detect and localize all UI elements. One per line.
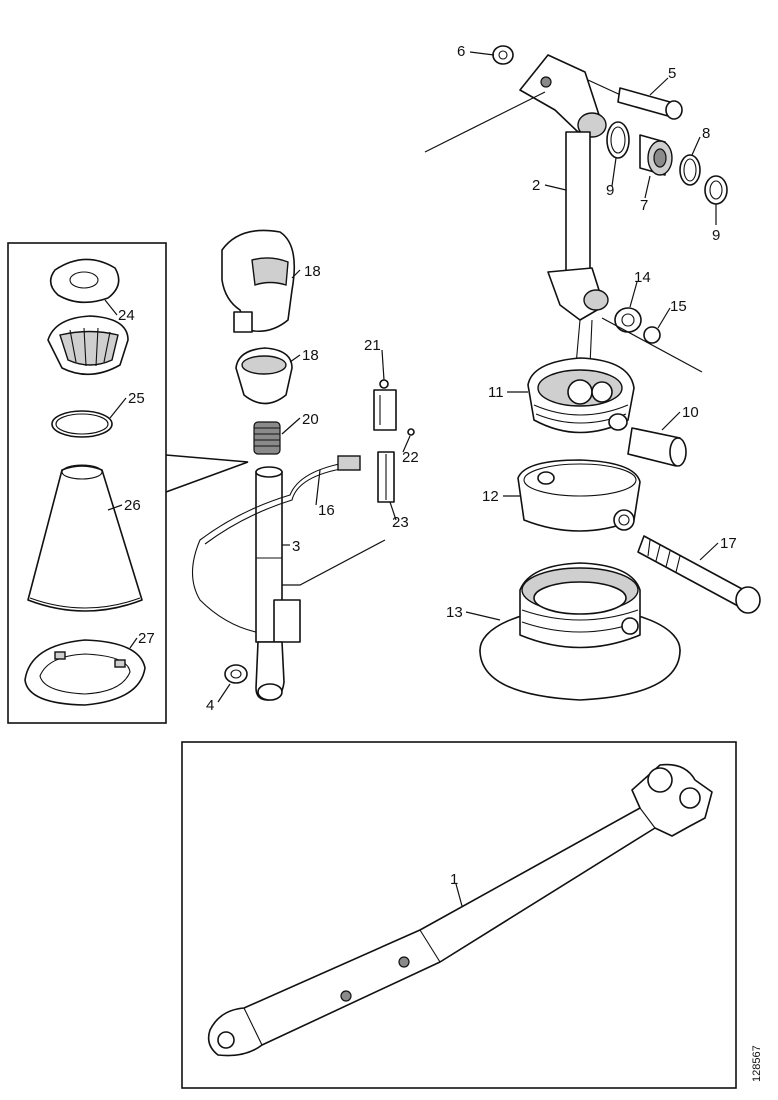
label-part-22: 22 xyxy=(402,449,419,466)
part-17-bolt xyxy=(637,535,761,614)
part-23-bracket xyxy=(377,451,395,503)
label-part-1: 1 xyxy=(450,871,458,888)
label-part-13: 13 xyxy=(446,604,463,621)
part-6-nut xyxy=(492,45,514,65)
label-part-27: 27 xyxy=(138,630,155,647)
label-part-24: 24 xyxy=(118,307,135,324)
part-4-nut xyxy=(224,664,248,684)
part-27-mounting-frame xyxy=(24,639,146,706)
part-24-collar xyxy=(47,258,129,376)
part-number-labels: 1 2 3 4 5 6 7 8 9 9 10 11 12 13 14 15 16… xyxy=(118,43,763,1082)
label-part-7: 7 xyxy=(640,197,648,214)
label-part-3: 3 xyxy=(292,538,300,555)
part-1-lever-arm xyxy=(207,763,713,1057)
label-part-5: 5 xyxy=(668,65,676,82)
part-15-nut xyxy=(643,326,661,344)
part-21-switch xyxy=(373,379,397,431)
label-part-9b: 9 xyxy=(712,227,720,244)
label-part-20: 20 xyxy=(302,411,319,428)
label-part-12: 12 xyxy=(482,488,499,505)
label-part-2: 2 xyxy=(532,177,540,194)
part-13-base xyxy=(479,562,681,701)
label-part-10: 10 xyxy=(682,404,699,421)
label-part-25: 25 xyxy=(128,390,145,407)
label-part-18-knob: 18 xyxy=(304,263,321,280)
part-9-ring-left xyxy=(606,121,630,159)
part-10-sleeve xyxy=(627,427,687,467)
part-20-spring xyxy=(253,421,281,455)
part-25-snap-ring xyxy=(51,410,113,438)
label-part-9a: 9 xyxy=(606,182,614,199)
label-part-8: 8 xyxy=(702,125,710,142)
part-12-clamp xyxy=(517,459,641,532)
part-22-pin xyxy=(407,428,415,436)
part-26-boot xyxy=(27,464,143,612)
part-11-ball-housing xyxy=(527,319,635,434)
label-part-14: 14 xyxy=(634,269,651,286)
label-part-11: 11 xyxy=(488,384,504,401)
label-part-6: 6 xyxy=(457,43,465,60)
label-part-4: 4 xyxy=(206,697,214,714)
part-14-bushing xyxy=(614,307,642,333)
part-5-bolt xyxy=(617,87,683,120)
lower-frame xyxy=(181,741,737,1089)
part-8-ring xyxy=(679,154,701,186)
label-part-21: 21 xyxy=(364,337,381,354)
part-9-ring-right xyxy=(704,175,728,205)
label-part-23: 23 xyxy=(392,514,409,531)
reference-code: 128567 xyxy=(751,1045,763,1082)
label-part-26: 26 xyxy=(124,497,141,514)
part-7-bush xyxy=(639,134,673,176)
leader-lines xyxy=(104,51,719,907)
part-2-upper-lever xyxy=(424,54,626,321)
label-part-18-base: 18 xyxy=(302,347,319,364)
part-18-gear-knob xyxy=(221,229,296,333)
label-part-17: 17 xyxy=(720,535,737,552)
label-part-16: 16 xyxy=(318,502,335,519)
part-3-lever-shaft xyxy=(255,466,386,701)
label-part-15: 15 xyxy=(670,298,687,315)
inset-frame-left xyxy=(7,242,249,724)
part-18-knob-base xyxy=(235,347,293,405)
